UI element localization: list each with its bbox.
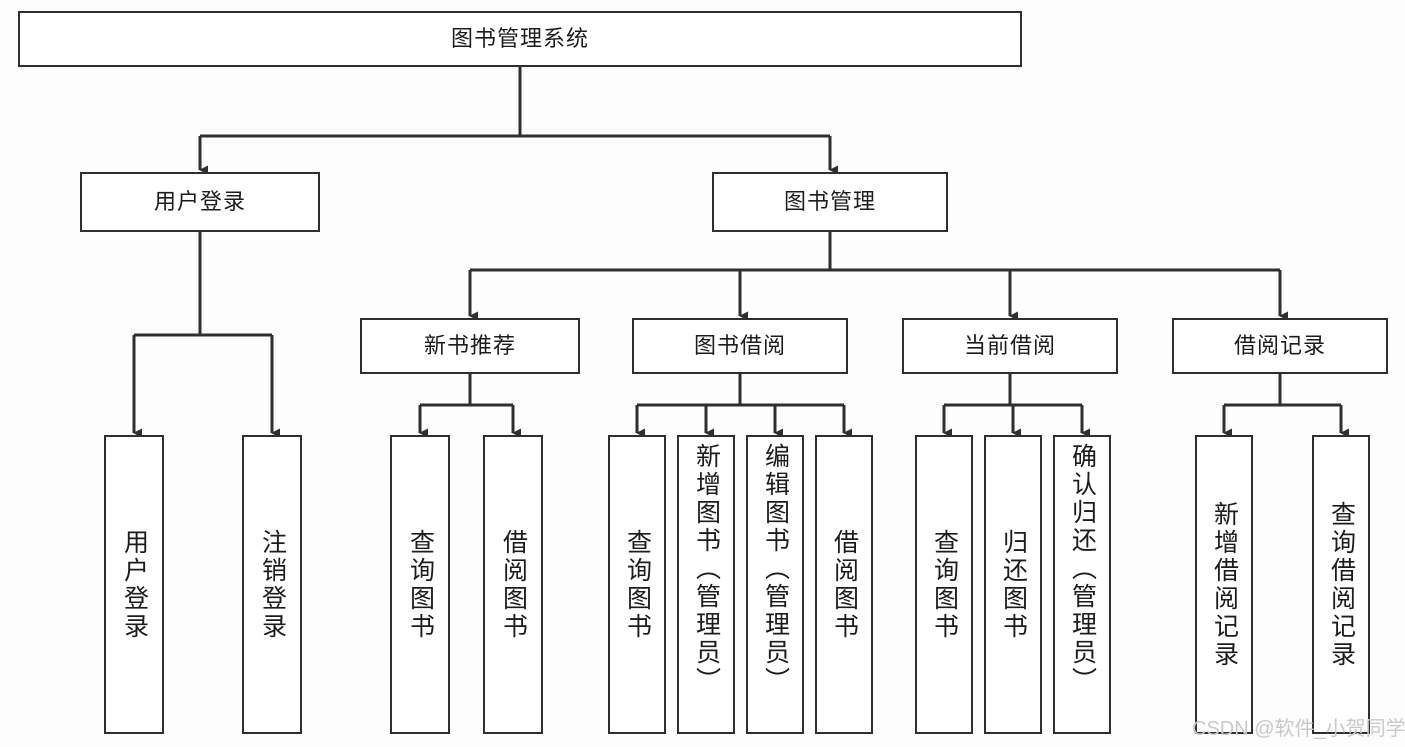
- leaf-add-book-label: 新增图书（管理员）: [692, 443, 721, 695]
- leaf-borrow-book-1-label: 借阅图书: [499, 528, 528, 641]
- leaf-user-login[interactable]: 用户登录: [104, 435, 164, 734]
- node-user-login-label: 用户登录: [153, 188, 246, 214]
- leaf-return-book-label: 归还图书: [999, 528, 1028, 641]
- leaf-query-record-label: 查询借阅记录: [1327, 500, 1356, 669]
- leaf-query-book-2[interactable]: 查询图书: [608, 435, 666, 734]
- leaf-query-book-3[interactable]: 查询图书: [915, 435, 973, 734]
- leaf-borrow-book-2-label: 借阅图书: [830, 528, 859, 641]
- node-current-borrow[interactable]: 当前借阅: [902, 318, 1118, 374]
- node-new-book-recommend[interactable]: 新书推荐: [360, 318, 580, 374]
- leaf-add-book[interactable]: 新增图书（管理员）: [677, 435, 735, 734]
- leaf-add-record-label: 新增借阅记录: [1210, 500, 1239, 669]
- leaf-query-book-2-label: 查询图书: [623, 528, 652, 641]
- connector-layer: [132, 67, 1349, 438]
- leaf-query-record[interactable]: 查询借阅记录: [1312, 435, 1370, 734]
- leaf-query-book-1-label: 查询图书: [406, 528, 435, 641]
- node-current-borrow-label: 当前借阅: [963, 332, 1056, 358]
- leaf-add-record[interactable]: 新增借阅记录: [1195, 435, 1253, 734]
- leaf-edit-book-label: 编辑图书（管理员）: [761, 443, 790, 695]
- node-borrow-record[interactable]: 借阅记录: [1172, 318, 1388, 374]
- leaf-confirm-return-label: 确认归还（管理员）: [1068, 443, 1097, 695]
- node-book-borrow[interactable]: 图书借阅: [632, 318, 848, 374]
- leaf-user-login-label: 用户登录: [120, 528, 149, 641]
- node-book-borrow-label: 图书借阅: [693, 332, 786, 358]
- leaf-query-book-3-label: 查询图书: [930, 528, 959, 641]
- node-new-book-recommend-label: 新书推荐: [423, 332, 516, 358]
- leaf-confirm-return[interactable]: 确认归还（管理员）: [1053, 435, 1111, 734]
- leaf-logout[interactable]: 注销登录: [242, 435, 302, 734]
- leaf-return-book[interactable]: 归还图书: [984, 435, 1042, 734]
- leaf-edit-book[interactable]: 编辑图书（管理员）: [746, 435, 804, 734]
- node-book-management-label: 图书管理: [783, 188, 876, 214]
- leaf-borrow-book-2[interactable]: 借阅图书: [815, 435, 873, 734]
- node-user-login[interactable]: 用户登录: [80, 172, 320, 232]
- leaf-logout-label: 注销登录: [258, 528, 287, 641]
- node-book-management[interactable]: 图书管理: [712, 172, 948, 232]
- node-root[interactable]: 图书管理系统: [18, 11, 1022, 67]
- leaf-query-book-1[interactable]: 查询图书: [390, 435, 450, 734]
- leaf-borrow-book-1[interactable]: 借阅图书: [483, 435, 543, 734]
- node-borrow-record-label: 借阅记录: [1233, 332, 1326, 358]
- node-root-label: 图书管理系统: [450, 25, 589, 51]
